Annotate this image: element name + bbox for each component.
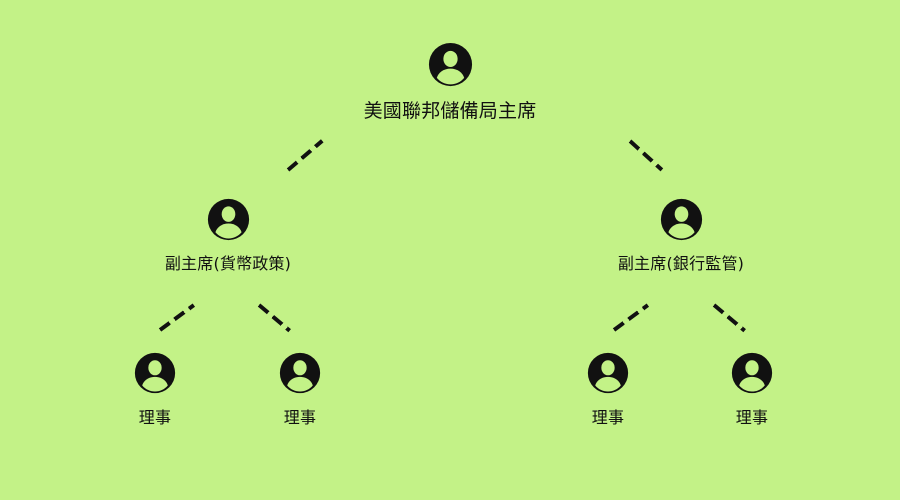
person-circle-icon <box>140 352 460 394</box>
person-circle-icon <box>428 42 472 87</box>
org-node-governor-1[interactable]: 理事 <box>0 352 315 428</box>
person-circle-icon <box>587 352 629 394</box>
org-node-label-chairman: 美國聯邦儲備局主席 <box>363 100 537 122</box>
org-node-label-governor-3: 理事 <box>591 408 625 427</box>
person-circle-icon <box>660 198 702 241</box>
connector-edge-chairman-supervision <box>628 139 664 172</box>
person-circle-icon <box>134 352 176 394</box>
connector-edge-supervision-governor3 <box>612 303 650 332</box>
person-circle-icon <box>731 352 773 394</box>
org-node-label-vice-chair-monetary: 副主席(貨幣政策) <box>164 254 292 273</box>
person-circle-icon <box>279 352 321 394</box>
person-circle-icon <box>0 352 315 394</box>
person-circle-icon <box>448 352 768 394</box>
connector-edge-chairman-monetary <box>286 139 324 172</box>
org-node-label-governor-4: 理事 <box>735 408 769 427</box>
person-circle-icon <box>207 198 249 241</box>
org-node-chairman[interactable]: 美國聯邦儲備局主席 <box>290 42 610 123</box>
person-circle-icon <box>521 198 841 241</box>
org-node-governor-4[interactable]: 理事 <box>592 352 900 428</box>
org-node-label-governor-2: 理事 <box>283 408 317 427</box>
org-node-governor-3[interactable]: 理事 <box>448 352 768 428</box>
person-circle-icon <box>592 352 900 394</box>
org-node-governor-2[interactable]: 理事 <box>140 352 460 428</box>
org-node-label-vice-chair-supervision: 副主席(銀行監管) <box>617 254 745 273</box>
org-node-vice-chair-supervision[interactable]: 副主席(銀行監管) <box>521 198 841 274</box>
person-circle-icon <box>68 198 388 241</box>
org-node-label-governor-1: 理事 <box>138 408 172 427</box>
person-circle-icon <box>290 42 610 87</box>
connector-edge-monetary-governor2 <box>257 303 292 333</box>
org-node-vice-chair-monetary[interactable]: 副主席(貨幣政策) <box>68 198 388 274</box>
connector-edge-supervision-governor4 <box>712 303 747 333</box>
connector-edge-monetary-governor1 <box>158 303 196 332</box>
